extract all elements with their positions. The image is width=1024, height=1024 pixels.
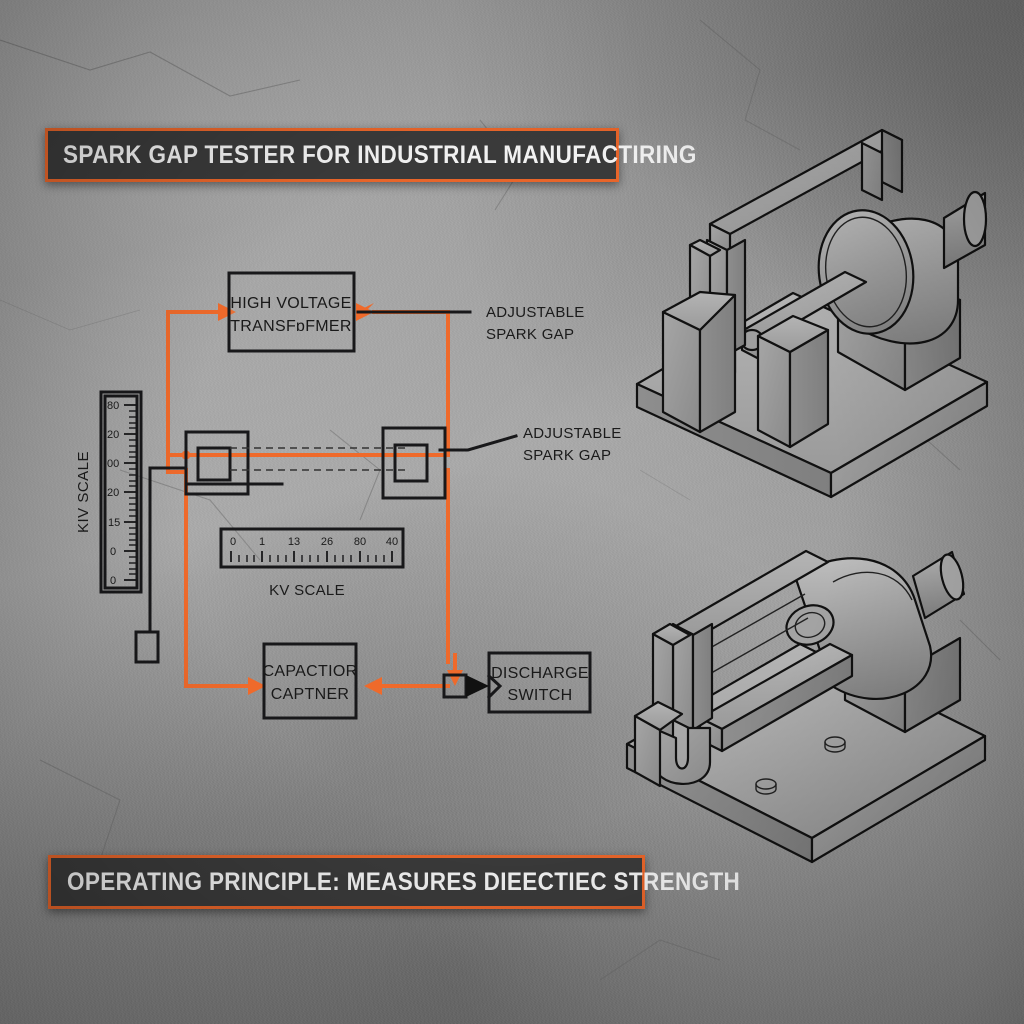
vscale-tick-5: 0: [110, 546, 116, 558]
discharge-label-line1: DISCHARGE: [491, 665, 589, 682]
subtitle-banner: OPERATING PRINCIPLE: MEASURES DIEECTIEC …: [48, 855, 740, 909]
vertical-scale-minor-ticks: [129, 410, 137, 575]
spark-gap-right-assembly: [381, 426, 447, 500]
callout-middle-line1: ADJUSTABLE: [523, 425, 622, 442]
hscale-tick-2: 13: [288, 536, 300, 548]
machine-top: [635, 128, 989, 499]
block-transformer: HIGH VOLTAGE TRANSFɒFMER: [227, 271, 356, 353]
title-banner-text: SPARK GAP TESTER FOR INDUSTRIAL MANUFACT…: [63, 141, 697, 170]
hscale-tick-3: 26: [321, 536, 333, 548]
vscale-tick-6: 0: [110, 575, 116, 587]
callout-top-line2: SPARK GAP: [486, 326, 574, 343]
callout-middle-line2: SPARK GAP: [523, 447, 611, 464]
hscale-tick-0: 0: [230, 536, 236, 548]
black-wire-network: [134, 466, 284, 664]
hscale-tick-4: 80: [354, 536, 366, 548]
vscale-tick-1: 20: [107, 429, 119, 441]
capacitor-label-line1: CAPACTIOR: [263, 663, 358, 680]
spark-gap-left-assembly: [184, 430, 250, 496]
horizontal-scale-ticks: 0 1 13 26 80 40: [230, 536, 398, 562]
vertical-kv-scale: 80 20 00 20 15 0 0: [75, 390, 143, 594]
vscale-tick-3: 20: [107, 487, 119, 499]
machine-bottom: [625, 549, 987, 864]
callout-middle: ADJUSTABLE SPARK GAP: [438, 425, 622, 464]
hscale-tick-5: 40: [386, 536, 398, 548]
hscale-tick-1: 1: [259, 536, 265, 548]
horizontal-kv-scale: 0 1 13 26 80 40: [219, 527, 405, 599]
title-banner: SPARK GAP TESTER FOR INDUSTRIAL MANUFACT…: [45, 128, 696, 182]
vscale-tick-0: 80: [107, 400, 119, 412]
vscale-tick-4: 15: [108, 517, 120, 529]
callout-top-line1: ADJUSTABLE: [486, 304, 585, 321]
horizontal-scale-label: KV SCALE: [269, 582, 345, 599]
transformer-label-line2: TRANSFɒFMER: [230, 318, 352, 335]
horizontal-scale-minor-ticks: [238, 555, 385, 562]
vscale-tick-2: 00: [107, 458, 119, 470]
vertical-scale-ticks: 80 20 00 20 15 0 0: [107, 400, 137, 587]
subtitle-banner-text: OPERATING PRINCIPLE: MEASURES DIEECTIEC …: [67, 868, 740, 897]
discharge-label-line2: SWITCH: [508, 687, 573, 704]
orange-wire-network: [166, 303, 463, 695]
capacitor-label-line2: CAPTNER: [271, 686, 350, 703]
vertical-scale-label: KIV SCALE: [75, 451, 92, 533]
block-discharge-switch: DISCHARGE SWITCH: [442, 651, 592, 714]
callout-top: ADJUSTABLE SPARK GAP: [356, 304, 585, 343]
block-capacitor: CAPACTIOR CAPTNER: [262, 642, 358, 720]
transformer-label-line1: HIGH VOLTAGE: [230, 295, 351, 312]
